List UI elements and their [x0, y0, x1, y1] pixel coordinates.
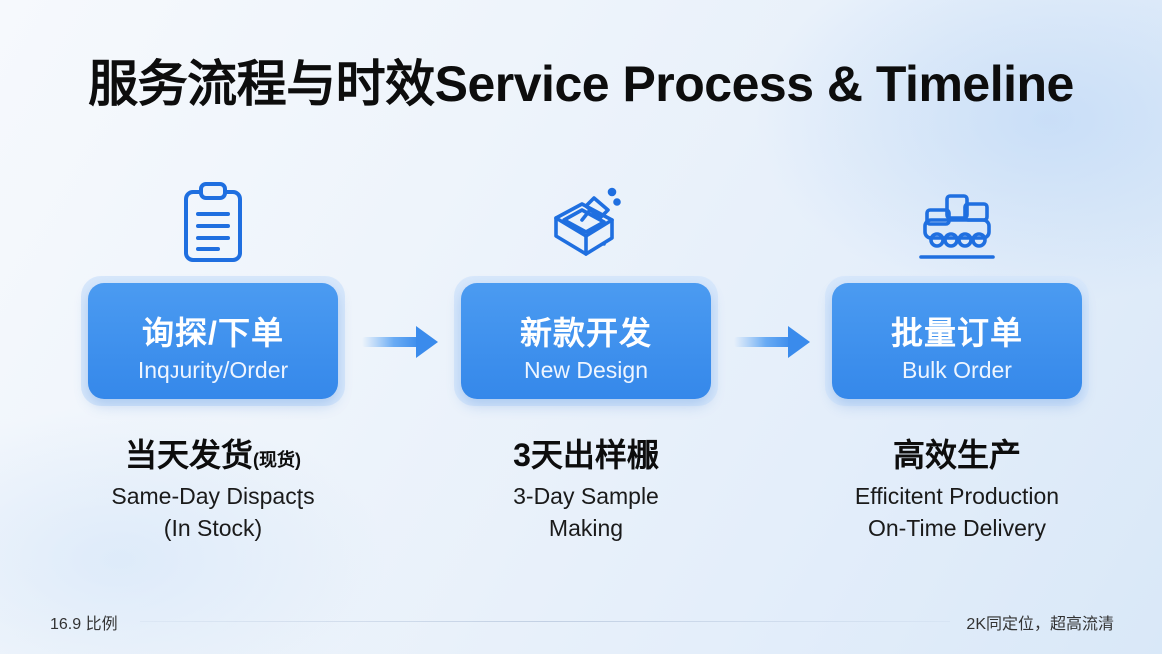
step-desc-en-line2: Making — [548, 515, 624, 541]
footer-divider — [140, 621, 950, 622]
step-desc-en-line2: On-Time Delivery — [867, 515, 1047, 541]
step-desc-zh: 当天发货(现货) — [81, 430, 345, 476]
step-desc-en-line1: 3-Day Sample — [513, 483, 659, 509]
step-desc-en: Efficitent Production On-Time Delivery — [805, 480, 1109, 544]
clipboard-icon — [173, 180, 253, 266]
card-title-en: New Design — [524, 357, 648, 383]
card-title-zh: 新款开发 — [519, 315, 652, 351]
card-bulk-order: 批量订单 Bulk Order — [825, 276, 1089, 406]
step-desc-en: Same-Day Dispacʈs (In Stock) — [61, 480, 365, 544]
footer-resolution-note: 2K同定位，超高流清 — [966, 616, 1114, 633]
card-title-en: Inqᴊurity/Order — [137, 357, 289, 383]
step-desc-zh-main: 高效生产 — [892, 437, 1021, 473]
footer-aspect-ratio: 16.9 比例 — [50, 616, 118, 633]
card-title-zh: 批量订单 — [890, 315, 1023, 351]
arrow-right-icon — [360, 320, 440, 364]
step-desc-zh: 高效生产 — [825, 430, 1089, 476]
step-desc-zh-note: (现货) — [253, 450, 301, 470]
arrow-right-icon — [732, 320, 812, 364]
step-desc-en-line1: Same-Day Dispacʈs — [111, 483, 315, 509]
page-title: 服务流程与时效Service Process & Timeline — [88, 56, 1074, 112]
design-box-icon — [546, 180, 626, 266]
step-new-design: 新款开发 New Design 3天出样棴 3-Day Sample Makin… — [454, 180, 718, 560]
step-bulk-order: 批量订单 Bulk Order 高效生产 Efficitent Producti… — [825, 180, 1089, 560]
step-desc-en-line1: Efficitent Production — [854, 483, 1060, 509]
step-desc-en-line2: (In Stock) — [163, 515, 263, 541]
step-desc-en: 3-Day Sample Making — [434, 480, 738, 544]
step-desc-zh-main: 当天发货 — [124, 437, 253, 473]
production-truck-icon — [917, 180, 997, 266]
step-inquiry-order: 询探/下单 Inqᴊurity/Order 当天发货(现货) Same-Day … — [81, 180, 345, 560]
step-desc-zh-main: 3天出样棴 — [513, 437, 659, 473]
step-desc-zh: 3天出样棴 — [454, 430, 718, 476]
card-title-zh: 询探/下单 — [142, 315, 284, 351]
card-inquiry-order: 询探/下单 Inqᴊurity/Order — [81, 276, 345, 406]
card-title-en: Bulk Order — [902, 357, 1012, 383]
card-new-design: 新款开发 New Design — [454, 276, 718, 406]
